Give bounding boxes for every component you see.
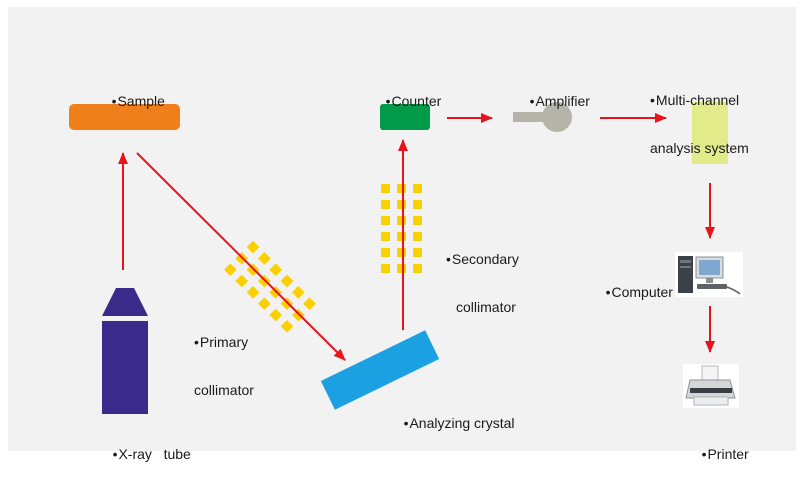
xrf-diagram: •Sample •Counter •Amplifier •Multi-chann…: [8, 7, 796, 462]
sample-plate: [69, 104, 180, 130]
secondary-collimator: [381, 184, 422, 273]
diagram-canvas: [69, 102, 743, 414]
label-secondary-collimator: •Secondary collimator: [446, 251, 519, 315]
label-printer: •Printer: [701, 446, 749, 462]
label-computer: •Computer: [605, 284, 673, 300]
desktop-computer-icon: [675, 252, 743, 297]
mca-box: [692, 102, 728, 164]
label-mca: •Multi-channel analysis system: [650, 92, 749, 156]
label-counter: •Counter: [385, 93, 442, 109]
printer-icon: [683, 364, 739, 408]
label-primary-collimator: •Primary collimator: [194, 334, 254, 398]
xray-tube-icon: [102, 288, 148, 414]
amplifier-icon: [513, 102, 572, 132]
arrow-sample-to-crystal: [136, 152, 346, 361]
label-amplifier: •Amplifier: [529, 93, 590, 109]
label-analyzing-crystal: •Analyzing crystal: [403, 415, 515, 431]
counter-box: [380, 104, 430, 130]
analyzing-crystal: [320, 330, 440, 410]
label-xray-tube: •X-ray tube: [112, 446, 191, 462]
label-sample: •Sample: [111, 93, 165, 109]
